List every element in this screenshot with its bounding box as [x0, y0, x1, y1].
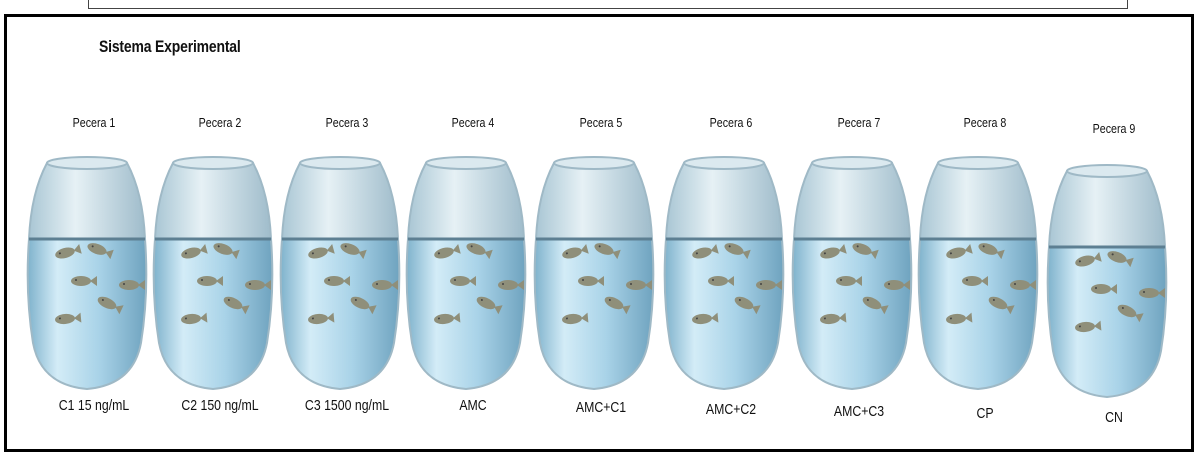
fish-tank-icon	[1045, 161, 1169, 405]
diagram-frame: Sistema Experimental Pecera 1	[4, 14, 1194, 452]
tank-caption: AMC+C1	[540, 399, 663, 416]
tank-caption: AMC+C2	[670, 401, 793, 418]
fish-tank-icon	[278, 153, 402, 397]
tank-caption: C3 1500 ng/mL	[286, 397, 409, 414]
tank-label: Pecera 4	[412, 115, 535, 130]
top-strip	[88, 0, 1128, 9]
tank-caption: C2 150 ng/mL	[159, 397, 282, 414]
tank-label: Pecera 9	[1053, 121, 1176, 136]
fish-tank-icon	[916, 153, 1040, 397]
tank-caption: CP	[924, 405, 1047, 422]
tank-label: Pecera 5	[540, 115, 663, 130]
tank-9: Pecera 9	[1039, 17, 1189, 457]
fish-tank-icon	[404, 153, 528, 397]
tank-8: Pecera 8	[910, 17, 1060, 457]
tank-caption: AMC	[412, 397, 535, 414]
tank-label: Pecera 2	[159, 115, 282, 130]
tank-label: Pecera 3	[286, 115, 409, 130]
tank-caption: AMC+C3	[798, 403, 921, 420]
fish-tank-icon	[25, 153, 149, 397]
tank-label: Pecera 7	[798, 115, 921, 130]
fish-tank-icon	[790, 153, 914, 397]
tank-caption: CN	[1053, 409, 1176, 426]
tank-label: Pecera 8	[924, 115, 1047, 130]
tank-label: Pecera 1	[33, 115, 156, 130]
tank-label: Pecera 6	[670, 115, 793, 130]
fish-tank-icon	[151, 153, 275, 397]
tank-5: Pecera 5	[526, 17, 676, 457]
tank-caption: C1 15 ng/mL	[33, 397, 156, 414]
fish-tank-icon	[532, 153, 656, 397]
fish-tank-icon	[662, 153, 786, 397]
